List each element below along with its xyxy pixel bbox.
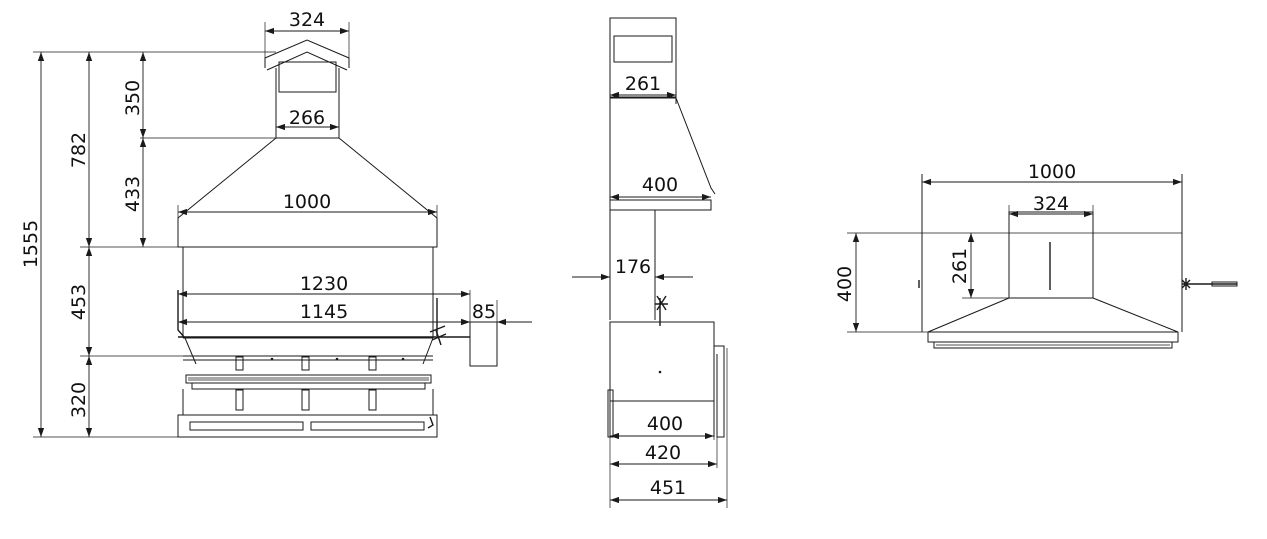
chimney-opening xyxy=(278,61,337,93)
dim-85: 85 xyxy=(472,301,496,323)
dim-1145: 1145 xyxy=(300,301,348,323)
dim-1000-front: 1000 xyxy=(283,191,331,213)
side-chimney-opening xyxy=(613,35,673,63)
side-hood xyxy=(675,97,716,195)
dim-261-side: 261 xyxy=(625,73,661,95)
ash-drawer-left xyxy=(189,421,304,431)
top-view: 1000 324 400 261 xyxy=(834,161,1238,349)
dim-1000-top: 1000 xyxy=(1028,161,1076,183)
side-view: 261 400 176 400 420 451 xyxy=(572,17,728,508)
dim-400-body: 400 xyxy=(647,413,683,435)
side-body xyxy=(609,321,715,402)
dim-324-top: 324 xyxy=(1033,193,1069,215)
dim-266: 266 xyxy=(289,107,325,129)
chimney-cap-roof xyxy=(266,51,348,71)
grill-posts xyxy=(235,356,377,371)
dim-433: 433 xyxy=(122,176,144,212)
spit-handle xyxy=(469,321,498,367)
ash-drawer-right xyxy=(310,421,425,431)
dim-350: 350 xyxy=(122,80,144,116)
dim-1555: 1555 xyxy=(20,220,42,268)
dim-1230: 1230 xyxy=(300,273,348,295)
dim-400-hood: 400 xyxy=(642,174,678,196)
dim-261-top: 261 xyxy=(949,248,971,284)
dim-782: 782 xyxy=(68,132,90,168)
top-chimney xyxy=(1008,211,1094,299)
top-hood xyxy=(927,297,1179,333)
base xyxy=(177,414,438,438)
dim-420: 420 xyxy=(645,442,681,464)
grill-level xyxy=(183,355,433,361)
dim-453: 453 xyxy=(68,284,90,320)
front-view: 1555 782 350 433 453 320 324 266 1000 12… xyxy=(20,9,532,438)
grill-grate xyxy=(185,374,432,384)
side-column xyxy=(609,210,656,320)
dim-324: 324 xyxy=(289,9,325,31)
dim-451: 451 xyxy=(650,477,686,499)
dim-320: 320 xyxy=(68,382,90,418)
dim-176: 176 xyxy=(615,256,651,278)
top-outline xyxy=(921,174,1183,332)
dim-400-top: 400 xyxy=(834,266,856,302)
